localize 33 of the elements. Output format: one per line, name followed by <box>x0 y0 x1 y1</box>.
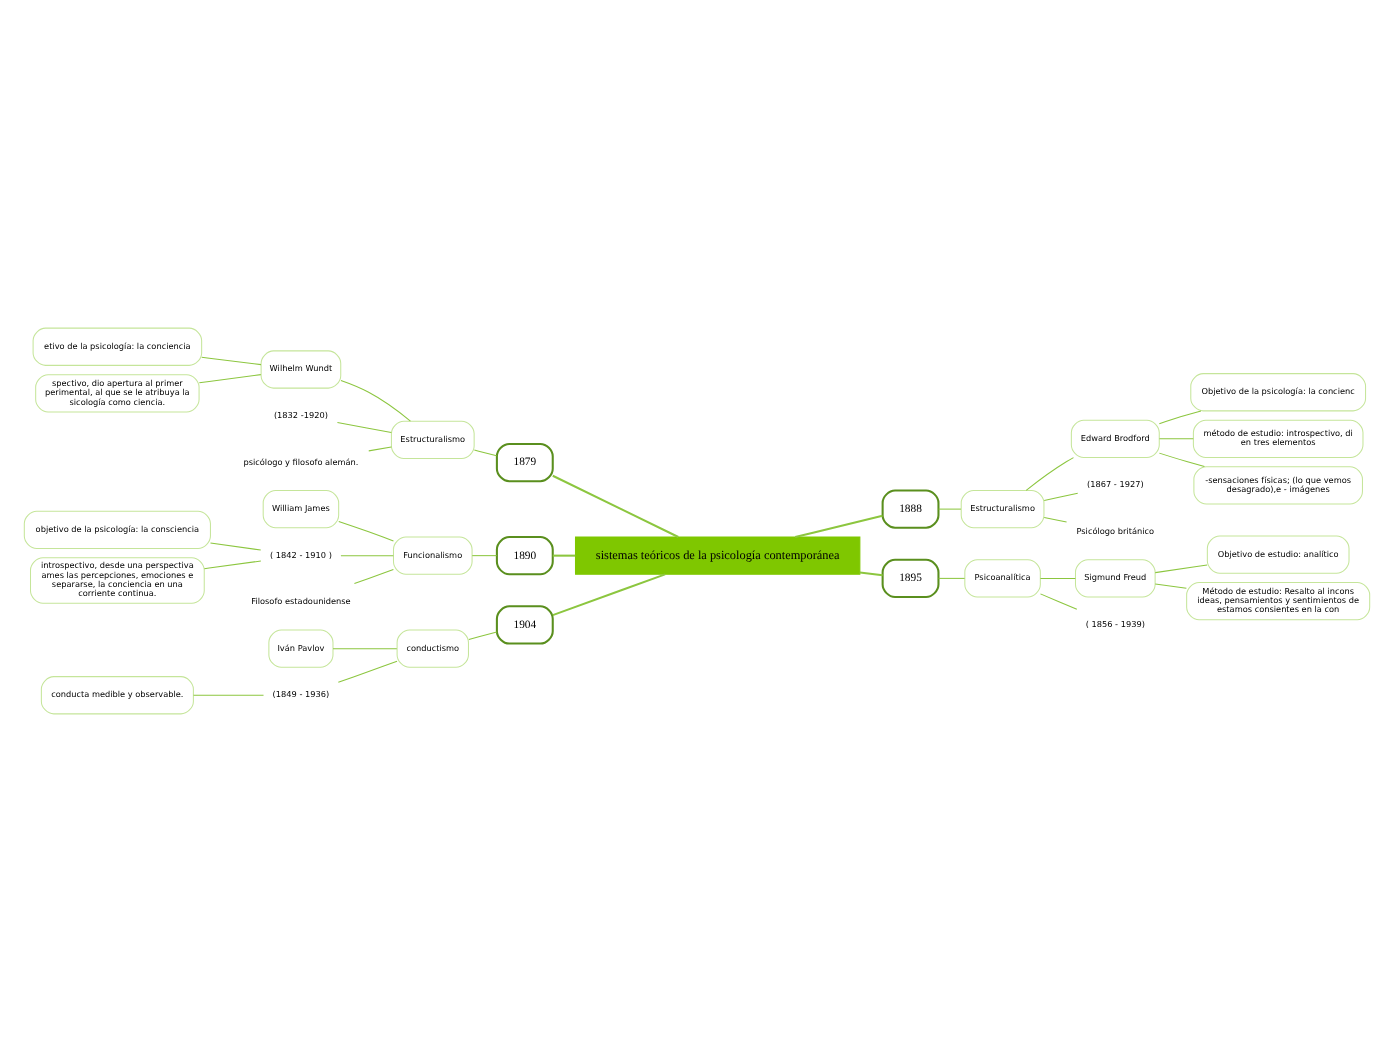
connector <box>352 568 393 583</box>
connector <box>1024 456 1073 490</box>
connector <box>858 570 882 576</box>
connector <box>1038 592 1077 609</box>
connector <box>337 519 393 541</box>
connector <box>793 513 882 537</box>
connector <box>1042 515 1067 522</box>
connector <box>937 576 965 578</box>
connector <box>197 373 261 383</box>
connector <box>1157 437 1193 439</box>
connector <box>1038 576 1075 578</box>
connector <box>200 355 261 365</box>
connector <box>202 559 261 569</box>
connector <box>336 659 397 682</box>
connector <box>937 507 961 509</box>
connector <box>339 554 393 556</box>
connector <box>467 630 497 639</box>
connector <box>551 473 678 537</box>
connector <box>367 445 391 451</box>
connector <box>1153 582 1186 588</box>
connector <box>1157 451 1204 467</box>
connector <box>335 421 391 432</box>
connector <box>1157 409 1201 424</box>
connector <box>331 647 397 649</box>
connector <box>1042 491 1078 500</box>
connector <box>472 448 497 456</box>
connector <box>339 378 410 421</box>
connector <box>1153 563 1207 573</box>
connector <box>551 553 575 556</box>
connector <box>551 572 665 616</box>
connector <box>470 554 497 556</box>
connector <box>192 693 264 695</box>
connector <box>208 541 261 550</box>
